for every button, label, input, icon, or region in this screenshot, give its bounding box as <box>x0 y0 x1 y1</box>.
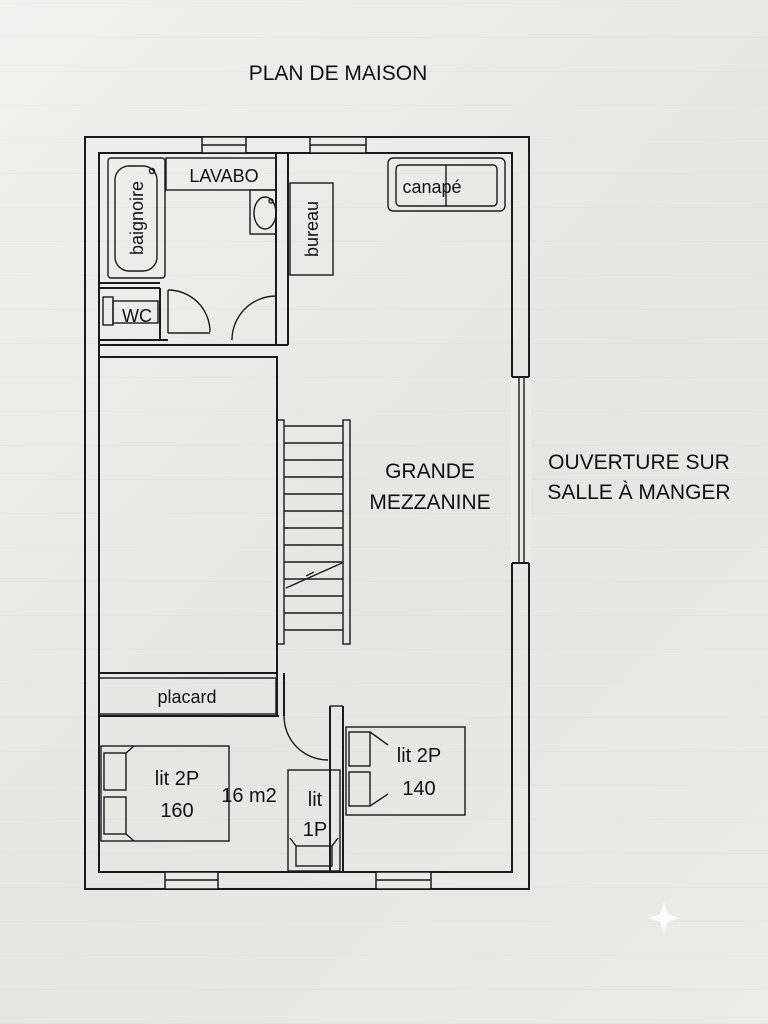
bed-single-label-line2: 1P <box>303 819 327 841</box>
closet-label: placard <box>157 687 216 707</box>
closet: placard <box>98 677 279 717</box>
bathtub-label: baignoire <box>127 181 147 255</box>
desk: bureau <box>289 182 334 276</box>
plan-title: PLAN DE MAISON <box>249 62 428 85</box>
bed-single: lit 1P <box>287 769 341 872</box>
sofa: canapé <box>387 157 506 212</box>
void-area <box>98 356 278 674</box>
bed-right-label-line2: 140 <box>402 778 435 800</box>
wc: WC <box>102 296 159 326</box>
bathtub: baignoire <box>107 157 166 279</box>
bed-left-label-line2: 160 <box>160 800 193 822</box>
desk-label: bureau <box>302 201 322 257</box>
sofa-label: canapé <box>402 177 461 197</box>
staircase <box>276 419 351 645</box>
sink-label: LAVABO <box>189 166 258 186</box>
bed-left-label-line1: lit 2P <box>155 768 199 790</box>
opening-label-line1: OUVERTURE SUR <box>548 451 730 474</box>
bed-right-label-line1: lit 2P <box>397 745 441 767</box>
mezzanine-label-line1: GRANDE <box>385 460 475 483</box>
opening-label-line2: SALLE À MANGER <box>547 481 730 504</box>
bed-right: lit 2P 140 <box>345 726 466 816</box>
bedroom-walls <box>276 673 344 872</box>
bed-single-label-line1: lit <box>308 789 323 811</box>
mezzanine-label-line2: MEZZANINE <box>369 491 490 514</box>
windows <box>164 136 432 890</box>
bed-left: lit 2P 160 <box>100 745 230 842</box>
room-area-label: 16 m2 <box>221 785 277 807</box>
sink-counter: LAVABO <box>165 157 277 235</box>
wc-label: WC <box>122 306 152 326</box>
sparkle-icon <box>648 902 680 934</box>
